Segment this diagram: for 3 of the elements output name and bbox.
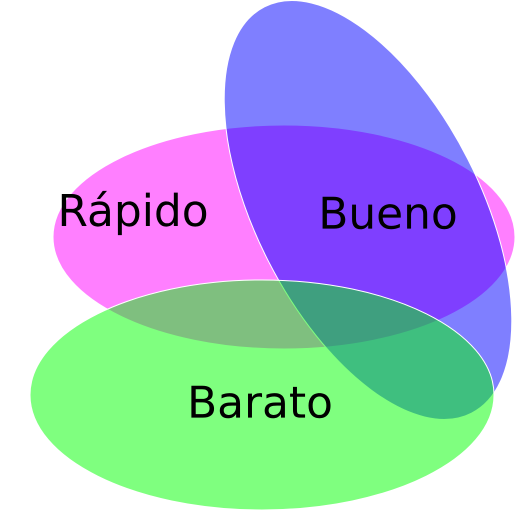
set-label: Barato	[191, 386, 331, 418]
set-label: Rápido	[62, 190, 206, 236]
set-label: Bueno	[322, 196, 456, 230]
